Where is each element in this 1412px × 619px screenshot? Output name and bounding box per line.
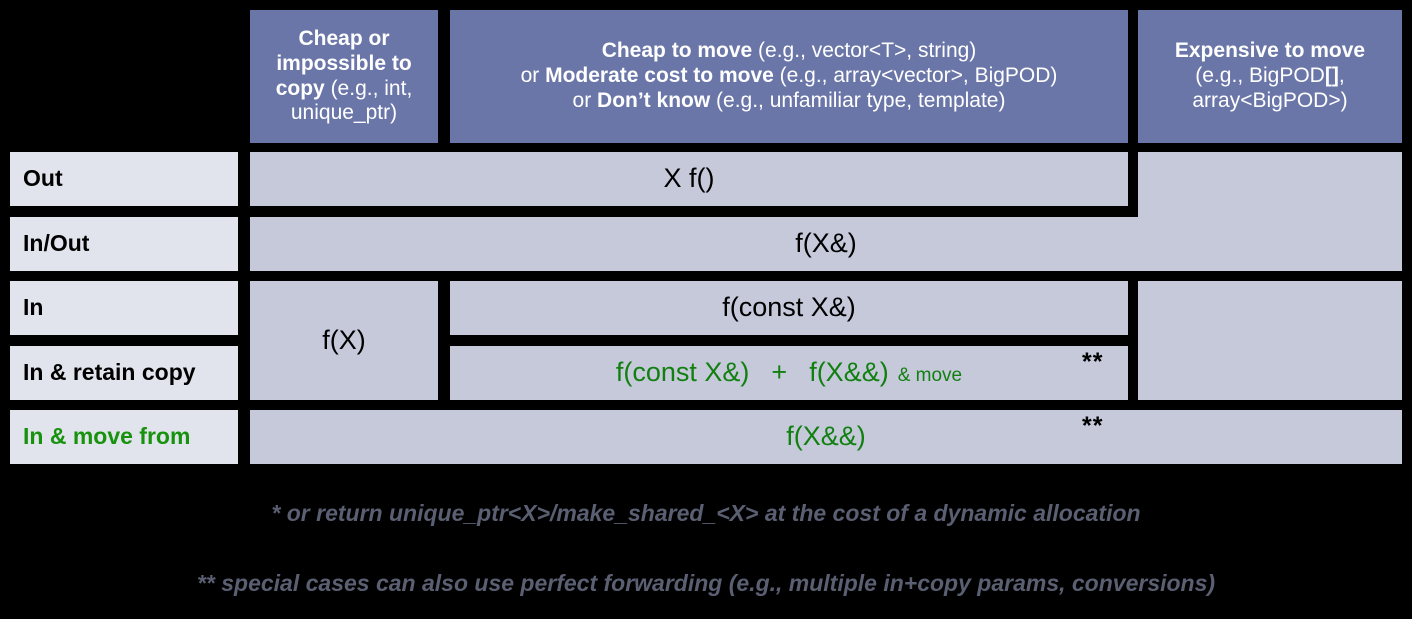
header-line-3-rest: (e.g., int, <box>324 76 413 100</box>
header-cheap-to-move-bold: Cheap to move <box>601 39 753 63</box>
cell-expensive-out-block <box>1138 152 1402 271</box>
header-moderate-bold: Moderate cost to move <box>545 64 774 88</box>
header-line-4: unique_ptr) <box>290 101 398 125</box>
row-label-in-retain-copy-text: In & retain copy <box>23 359 196 386</box>
row-label-out-text: Out <box>23 165 63 192</box>
column-header-expensive-to-move: Expensive to move (e.g., BigPOD[], array… <box>1138 10 1402 143</box>
footnote-single-star: * or return unique_ptr<X>/make_shared_<X… <box>271 500 1141 526</box>
header-dontknow-bold: Don’t know <box>597 88 711 112</box>
cell-move-from-rvalue-ref-text: f(X&&) <box>786 421 866 452</box>
cell-in-f-x: f(X) <box>250 281 438 400</box>
cell-out-x-f: X f() <box>250 152 1128 206</box>
cell-inout-f-xref-text: f(X&) <box>795 228 857 259</box>
header-dontknow-rest: (e.g., unfamiliar type, template) <box>710 88 1006 112</box>
cell-retain-copy-const-ref: f(const X&) <box>615 357 750 388</box>
cell-in-f-x-text: f(X) <box>322 324 366 355</box>
header-line-3-bold: copy <box>275 76 325 100</box>
header-dontknow-pre: or <box>572 88 598 112</box>
header-line-1: Cheap or <box>298 26 390 50</box>
cell-retain-copy-rvalue-ref: f(X&&) <box>809 357 889 388</box>
header-moderate-rest: (e.g., array<vector>, BigPOD) <box>773 64 1058 88</box>
header-moderate-pre: or <box>520 64 546 88</box>
row-label-in-text: In <box>23 294 44 321</box>
header-line-2: impossible to <box>276 51 412 75</box>
footnote-double-star: ** special cases can also use perfect fo… <box>196 570 1216 596</box>
cell-retain-copy-inner: f(const X&) + f(X&&) & move <box>616 357 962 389</box>
cell-out-x-f-text: X f() <box>663 163 715 194</box>
row-label-in: In <box>10 281 238 335</box>
column-header-cheap-to-move: Cheap to move (e.g., vector<T>, string) … <box>450 10 1128 143</box>
cell-in-f-const-xref-text: f(const X&) <box>722 292 856 323</box>
cell-retain-copy-and-move: & move <box>897 365 963 387</box>
column-header-cheap-or-impossible-to-copy: Cheap or impossible to copy (e.g., int, … <box>250 10 438 143</box>
row-label-out: Out <box>10 152 238 206</box>
header-expensive-line2: (e.g., BigPOD <box>1195 64 1325 88</box>
header-expensive-comma: , <box>1338 64 1345 88</box>
row-label-in-move-from-text: In & move from <box>23 423 191 450</box>
cell-move-from-rvalue-ref: f(X&&) <box>250 410 1402 464</box>
cell-retain-copy-combo: f(const X&) + f(X&&) & move <box>450 346 1128 400</box>
row-label-in-move-from: In & move from <box>10 410 238 464</box>
header-expensive-bold: Expensive to move <box>1174 39 1366 63</box>
row-label-in-retain-copy: In & retain copy <box>10 346 238 400</box>
footnote-marker-move-from: ** <box>1082 412 1104 440</box>
cell-in-f-const-xref: f(const X&) <box>450 281 1128 335</box>
row-label-in-out-text: In/Out <box>23 230 90 257</box>
header-expensive-brackets: [] <box>1324 64 1339 88</box>
cell-retain-copy-plus: + <box>771 357 788 388</box>
header-cheap-to-move-rest: (e.g., vector<T>, string) <box>752 39 977 63</box>
row-label-in-out: In/Out <box>10 217 238 271</box>
header-expensive-line3: array<BigPOD>) <box>1192 88 1348 112</box>
footnote-marker-retain-copy: ** <box>1082 348 1104 376</box>
cell-expensive-in-block <box>1138 281 1402 400</box>
